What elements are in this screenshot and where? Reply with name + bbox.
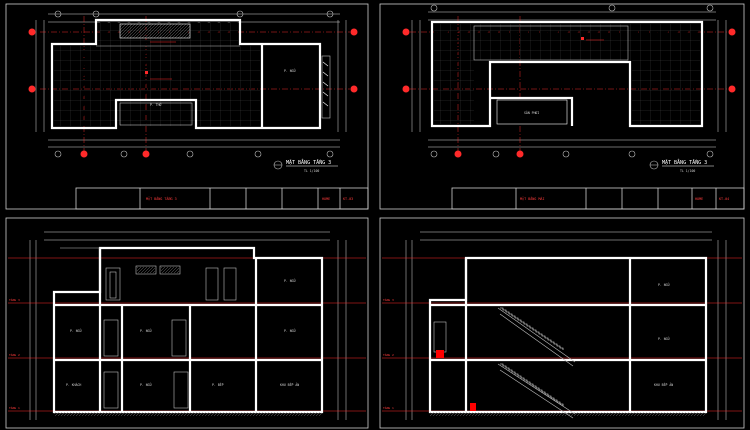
sheet-frame (5, 217, 369, 429)
roof-parapet (430, 20, 704, 128)
section-a: TẦNG 3 TẦNG 2 TẦNG 1 P. NGỦ P. NGỦ (5, 217, 369, 429)
level-label: TẦNG 1 (383, 405, 394, 410)
dimension-chains (405, 231, 727, 420)
level-label: TẦNG 3 (383, 297, 394, 302)
sheet-name: MẶT BẰNG MÁI (520, 196, 545, 201)
openings (103, 265, 237, 409)
section-b: TẦNG 3 TẦNG 2 TẦNG 1 P. NGỦ P. NGỦ KHU B… (379, 217, 745, 429)
axis-markers (402, 4, 736, 158)
drawing-title: MẶT BẰNG TẦNG 3 (286, 158, 331, 166)
plan-roof: SÂN PHƠI MẶT BẰNG TẦNG 3 TL 1/100 MẶT BẰ… (379, 3, 745, 210)
room-label: KHU BẾP ĂN (280, 382, 299, 387)
sheet-number: KT-03 (343, 197, 353, 201)
exterior-walls (50, 18, 322, 130)
project-name: HOME (322, 197, 330, 201)
room-label: SÂN PHƠI (524, 110, 539, 115)
room-label: P. NGỦ (140, 328, 152, 333)
level-label: TẦNG 3 (9, 297, 20, 302)
room-label: P. THỜ (150, 102, 162, 107)
level-lines (382, 257, 742, 412)
plan-floor-3: P. NGỦ P. THỜ MẶT BẰNG TẦNG 3 TL 1/100 M… (5, 3, 369, 210)
staircase (497, 307, 576, 419)
red-marker (436, 350, 444, 358)
drawing-scale: TL 1/100 (304, 169, 319, 173)
project-name: HOME (695, 197, 703, 201)
axis-markers (28, 10, 358, 158)
room-label: P. NGỦ (70, 328, 82, 333)
room-label: P. BẾP (212, 382, 224, 387)
dimension-chains (411, 11, 727, 148)
red-marker (470, 403, 476, 411)
level-label: TẦNG 2 (383, 352, 394, 357)
sheet-name: MẶT BẰNG TẦNG 3 (146, 196, 177, 201)
sheet-number: KT-04 (719, 197, 729, 201)
level-lines (8, 257, 366, 412)
drawing-title: MẶT BẰNG TẦNG 3 (662, 158, 707, 166)
room-label: P. NGỦ (658, 336, 670, 341)
room-label: P. NGỦ (284, 68, 296, 73)
room-label: P. NGỦ (140, 382, 152, 387)
sheet-frame (379, 217, 745, 429)
title-block: MẶT BẰNG MÁI HOME KT-04 (451, 187, 745, 210)
title-block: MẶT BẰNG TẦNG 3 HOME KT-03 (75, 187, 369, 210)
level-label: TẦNG 2 (9, 352, 20, 357)
section-outline (428, 256, 708, 414)
drawing-scale: TL 1/100 (680, 169, 695, 173)
room-label: P. NGỦ (284, 278, 296, 283)
room-label: P. KHÁCH (66, 382, 81, 387)
level-label: TẦNG 1 (9, 405, 20, 410)
dimension-chains (29, 231, 347, 420)
room-label: P. NGỦ (284, 328, 296, 333)
room-label: KHU BẾP ĂN (654, 382, 673, 387)
room-label: P. NGỦ (658, 282, 670, 287)
stair-house (490, 96, 574, 126)
